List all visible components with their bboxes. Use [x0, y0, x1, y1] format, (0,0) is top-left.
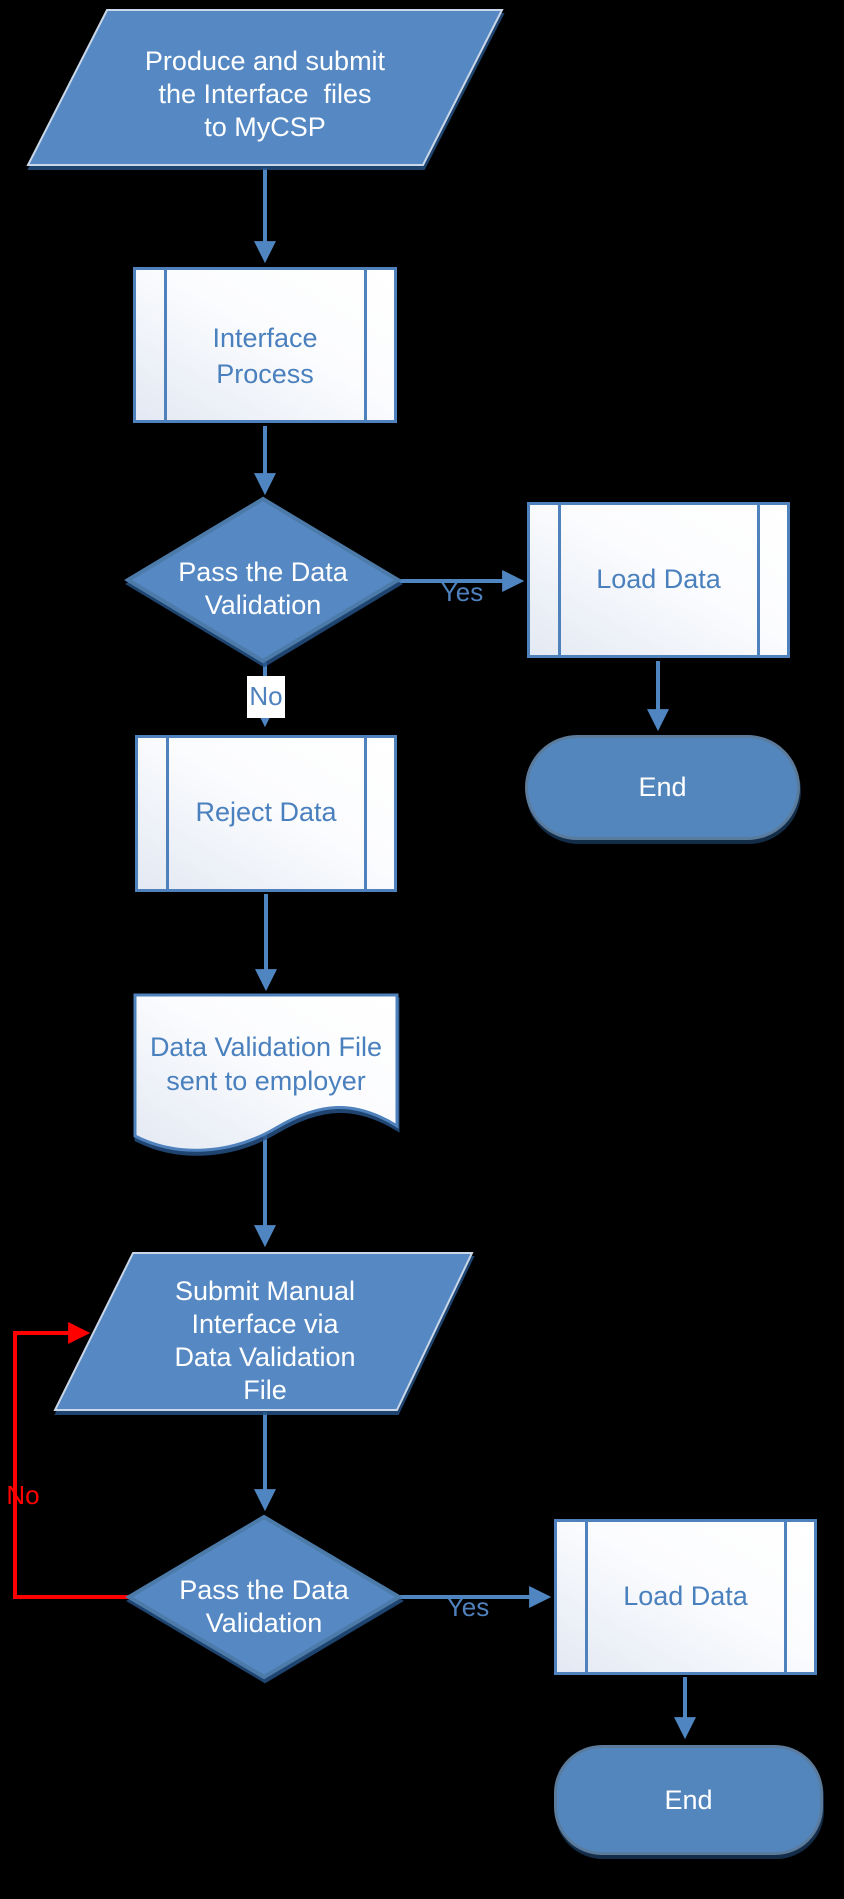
inner-line-left — [558, 505, 561, 655]
no1-label: No — [249, 681, 283, 711]
yes1-label: Yes — [440, 577, 484, 607]
submit-parallelogram — [53, 1252, 474, 1411]
end2-terminator — [554, 1745, 823, 1855]
inner-line-right — [364, 270, 367, 420]
inner-line-right — [757, 505, 760, 655]
inner-line-left — [164, 270, 167, 420]
no2-label: No — [6, 1480, 40, 1510]
decision2-diamond — [125, 1514, 403, 1680]
end1-terminator — [525, 735, 800, 840]
document-shape — [133, 993, 399, 1152]
no-loop-arrow-red — [13, 1322, 131, 1599]
inner-line-left — [166, 738, 169, 889]
decision1-diamond — [124, 496, 402, 664]
inner-line-right — [784, 1522, 787, 1672]
reject-data-box — [135, 735, 397, 892]
yes2-label: Yes — [446, 1592, 490, 1622]
interface-process-box — [133, 267, 397, 423]
load-data2-box — [554, 1519, 817, 1675]
start-parallelogram — [26, 9, 504, 166]
inner-line-right — [364, 738, 367, 889]
inner-line-left — [585, 1522, 588, 1672]
load-data1-box — [527, 502, 790, 658]
